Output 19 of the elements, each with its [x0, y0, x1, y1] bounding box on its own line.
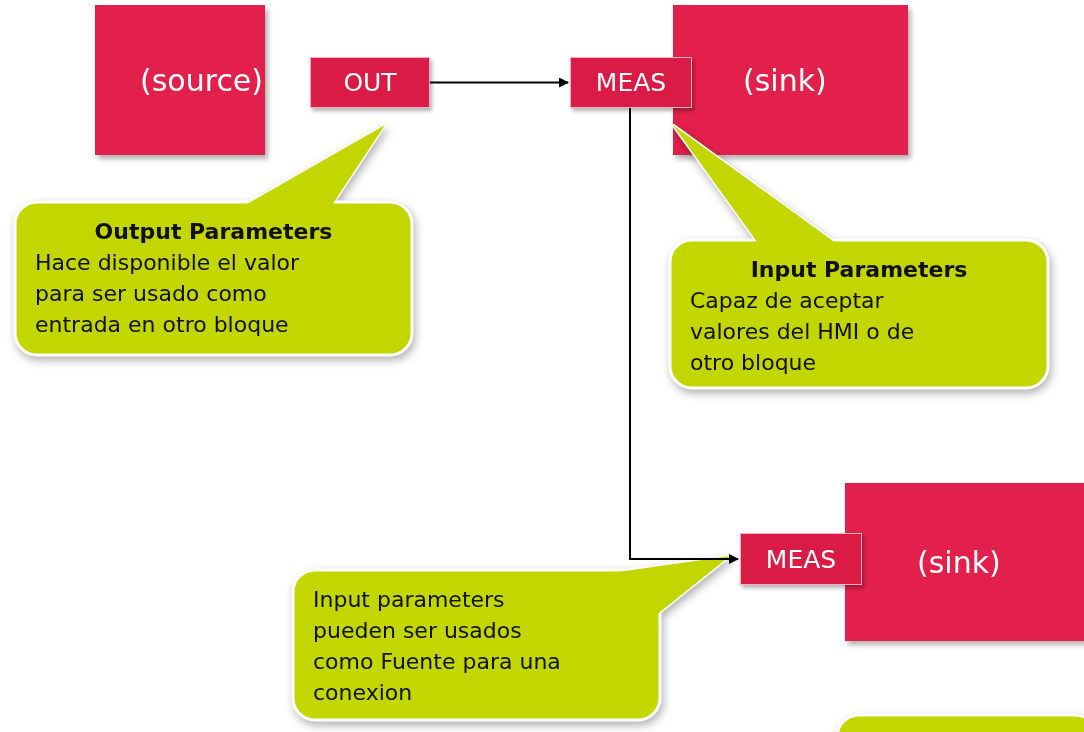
connector-arrow [429, 77, 569, 88]
block-label: (source) [140, 62, 264, 98]
port-label: MEAS [765, 544, 837, 574]
callout-text: Capaz de aceptar valores del HMI o de otro bloque [690, 287, 916, 377]
process-block [845, 483, 1084, 641]
block-label: (sink) [917, 544, 1001, 580]
port-label: OUT [343, 68, 397, 97]
callout-text: Input parameters pueden ser usados como Fuente para una conexion [313, 586, 562, 707]
callout-text: Hace disponible el valor para ser usado como entrada en otro bloque [35, 249, 301, 339]
connector-arrow [629, 107, 739, 564]
port-box [740, 533, 862, 585]
port-box [310, 57, 430, 108]
callout-heading: Output Parameters [93, 218, 334, 246]
process-block [95, 5, 265, 155]
process-block [673, 5, 908, 155]
callout-heading: Input Parameters [749, 256, 969, 284]
port-box [570, 57, 692, 108]
port-label: MEAS [595, 68, 667, 97]
block-label: (sink) [743, 62, 827, 98]
